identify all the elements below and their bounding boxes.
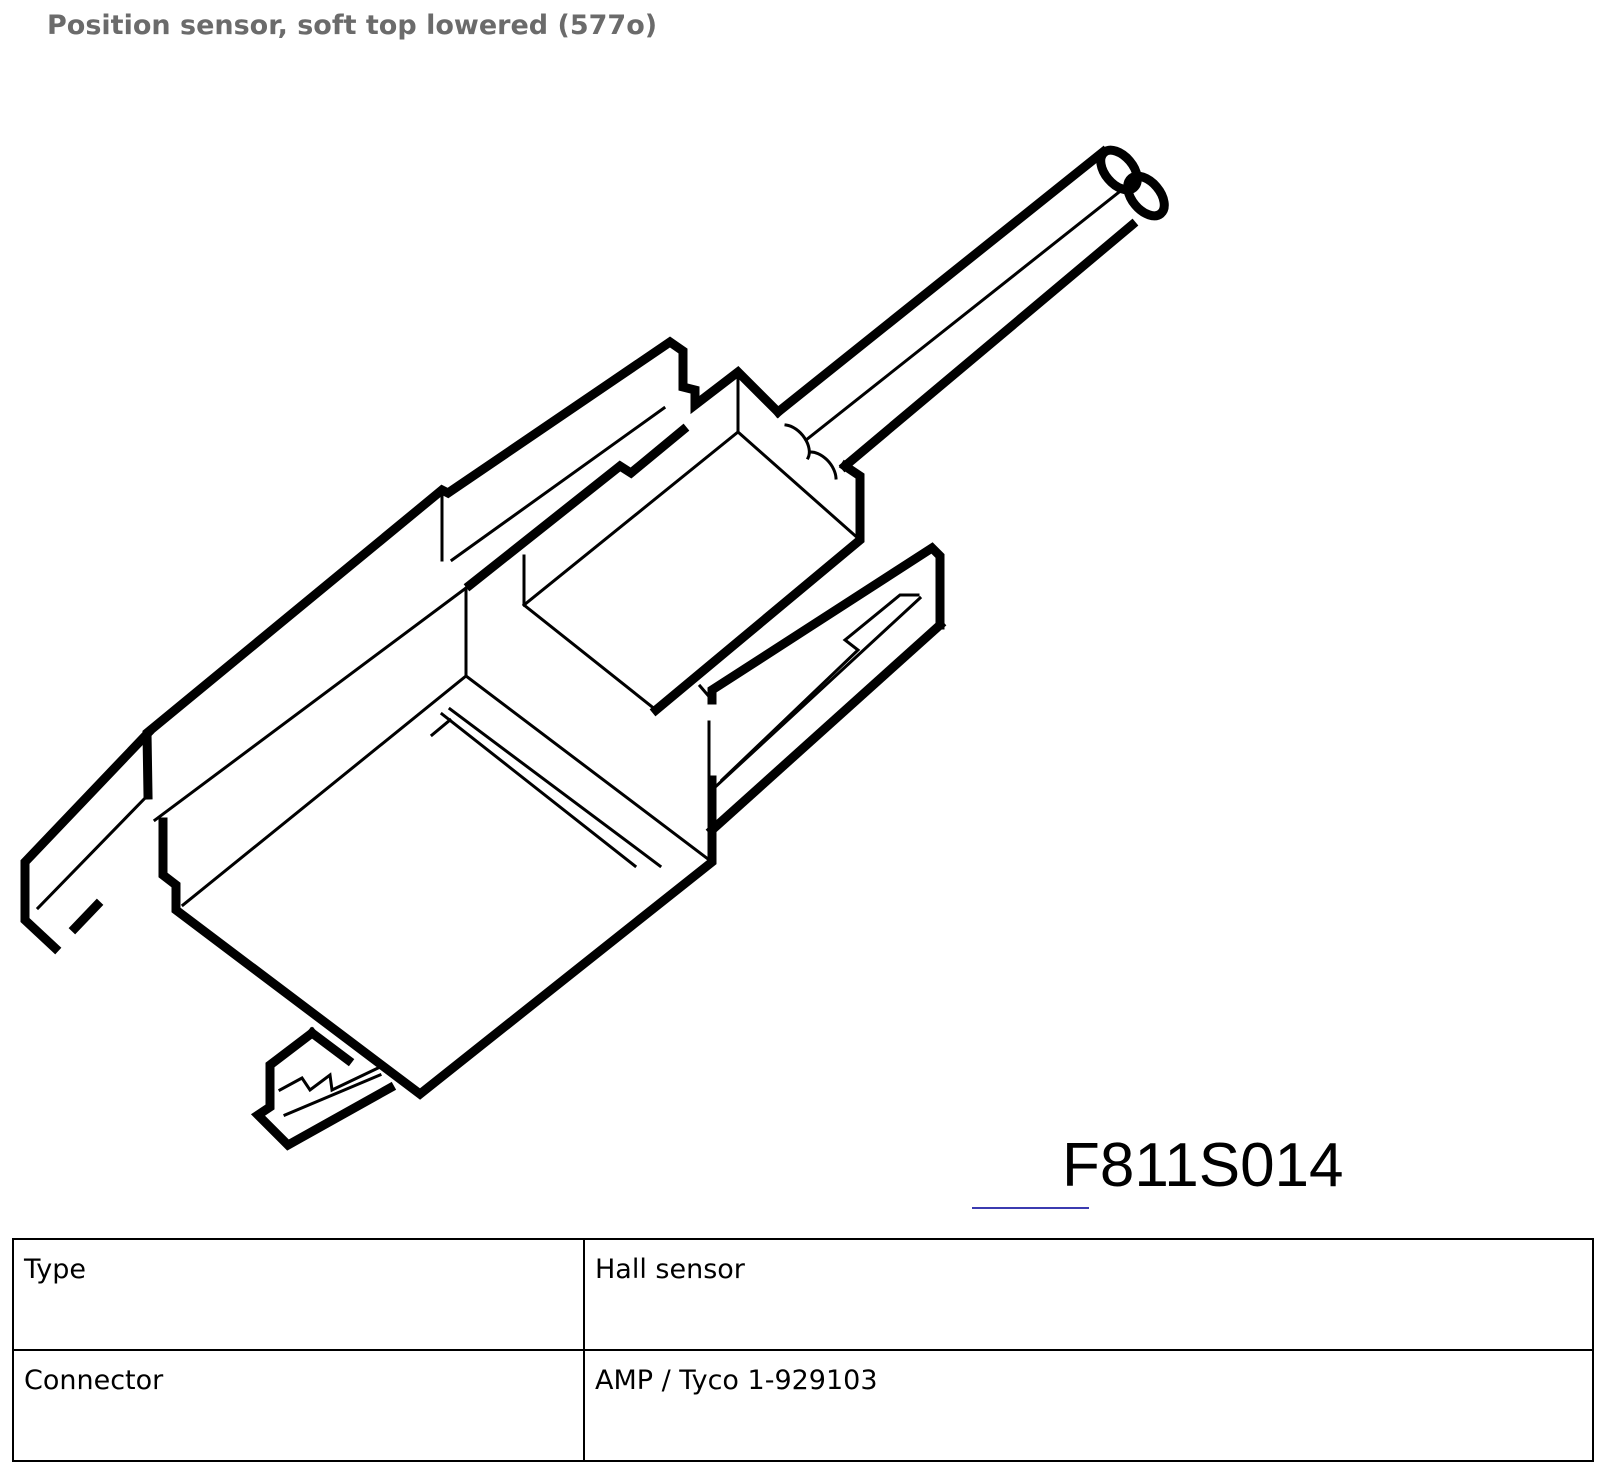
page-title: Position sensor, soft top lowered (577o) [47, 10, 658, 41]
rear-housing-outline [142, 336, 865, 800]
front-body-outline [20, 542, 947, 1100]
cable-outline [771, 145, 1169, 473]
connector-value: AMP / Tyco 1-929103 [583, 1349, 1594, 1462]
rear-housing-detail [440, 370, 863, 713]
type-value: Hall sensor [583, 1238, 1594, 1351]
latch-detail [277, 1065, 382, 1117]
spec-table: Type Hall sensor Connector AMP / Tyco 1-… [12, 1238, 1594, 1462]
latch-outline [250, 1026, 397, 1151]
figure-code: F811S014 [1062, 1131, 1344, 1200]
table-row: Type Hall sensor [12, 1238, 1594, 1351]
sensor-connector-illustration [20, 145, 1169, 1151]
figure-code-underline [972, 1207, 1089, 1209]
type-label: Type [12, 1238, 585, 1351]
connector-label: Connector [12, 1349, 585, 1462]
table-row: Connector AMP / Tyco 1-929103 [12, 1349, 1594, 1462]
cable-detail [784, 182, 1131, 480]
front-body-detail [35, 582, 923, 911]
